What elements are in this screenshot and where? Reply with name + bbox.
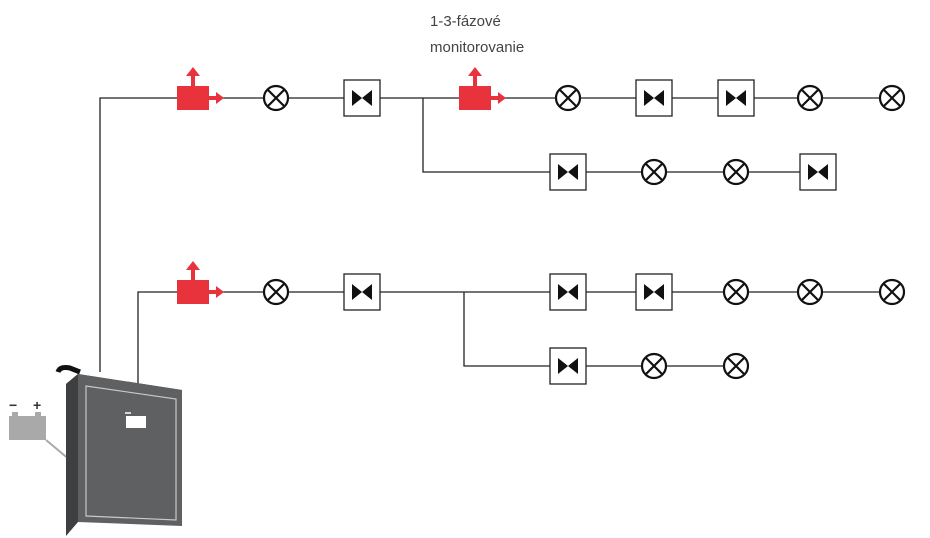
annotation-line-1: 1-3-fázové xyxy=(430,13,501,30)
battery-plus-label: + xyxy=(33,397,41,413)
lamp-cross-icon xyxy=(722,278,750,306)
battery-minus-label: − xyxy=(9,397,17,413)
bowtie-luminaire-icon xyxy=(635,273,673,311)
lamp-cross-icon xyxy=(796,278,824,306)
annotation-line-2: monitorovanie xyxy=(430,39,524,56)
lamp-cross-icon xyxy=(554,84,582,112)
bowtie-luminaire-icon xyxy=(717,79,755,117)
lamp-cross-icon xyxy=(796,84,824,112)
lamp-cross-icon xyxy=(722,352,750,380)
bowtie-luminaire-icon xyxy=(635,79,673,117)
wiring xyxy=(99,97,890,388)
central-battery-cabinet-icon xyxy=(55,365,182,536)
bowtie-luminaire-icon xyxy=(549,273,587,311)
battery-icon: − + xyxy=(9,397,71,461)
lamp-cross-icon xyxy=(262,278,290,306)
bowtie-luminaire-icon xyxy=(549,347,587,385)
phase-monitor-icon xyxy=(177,67,224,110)
bowtie-luminaire-icon xyxy=(343,79,381,117)
bowtie-luminaire-icon xyxy=(343,273,381,311)
phase-monitor-icon xyxy=(177,261,224,304)
lamp-cross-icon xyxy=(640,158,668,186)
bowtie-luminaire-icon xyxy=(799,153,837,191)
lamp-cross-icon xyxy=(262,84,290,112)
lamp-cross-icon xyxy=(878,84,906,112)
lamp-cross-icon xyxy=(640,352,668,380)
lamp-cross-icon xyxy=(878,278,906,306)
phase-monitor-icon xyxy=(459,67,506,110)
bowtie-luminaire-icon xyxy=(549,153,587,191)
lamp-cross-icon xyxy=(722,158,750,186)
